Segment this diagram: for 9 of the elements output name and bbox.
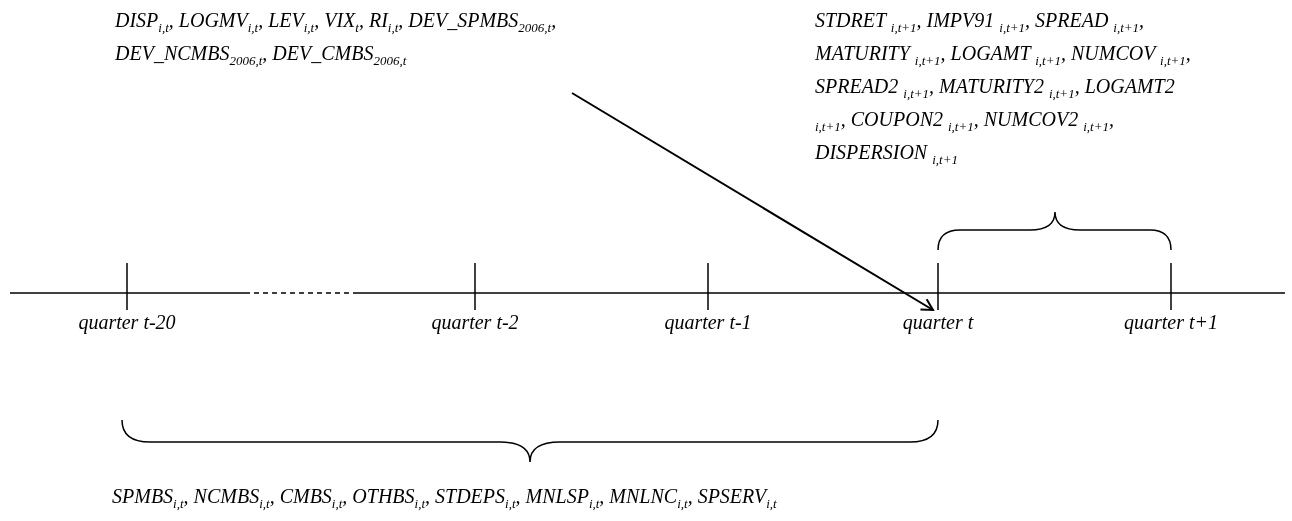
tick-label: quarter t-1 — [663, 311, 753, 334]
variable-list: SPMBS$_{i,t}$, NCMBS$_{i,t}$, CMBS$_{i,t}$, OTHBS$_{i,t}$, STDEPS$_{i,t}$, MNLSP$_{i,t}$, MNLNC$_{i,t}$, SPSERV$_{i,t}$ — [112, 480, 1012, 513]
tick-label: quarter t+1 — [1122, 311, 1220, 334]
arrow — [571, 92, 934, 311]
tick-label: quarter t-2 — [430, 311, 520, 334]
variable-list: STDRET $_{i,t+1}$, IMPV91 $_{i,t+1}$, SPREAD $_{i,t+1}$, MATURITY $_{i,t+1}$, LOGAMT $_{i,t+1}$, NUMCOV $_{i,t+1}$, SPREAD2 $_{i,t+1}$, MATURITY2 $_{i,t+1}$, LOGAMT2 $_{i,t+1}$, COUPON2 $_{i,t+1}$, NUMCOV2 $_{i,t+1}$, DISPERSION $_{i,t+1}$ — [815, 4, 1195, 169]
tick-label: quarter t-20 — [77, 311, 177, 334]
variable-list: DISP$_{i,t}$, LOGMV$_{i,t}$, LEV$_{i,t}$, VIX$_{t}$, RI$_{i,t}$, DEV_SPMBS$_{2006,t}$, DEV_NCMBS$_{2006,t}$, DEV_CMBS$_{2006,t}$ — [115, 4, 560, 70]
tick-label: quarter t — [901, 311, 975, 334]
